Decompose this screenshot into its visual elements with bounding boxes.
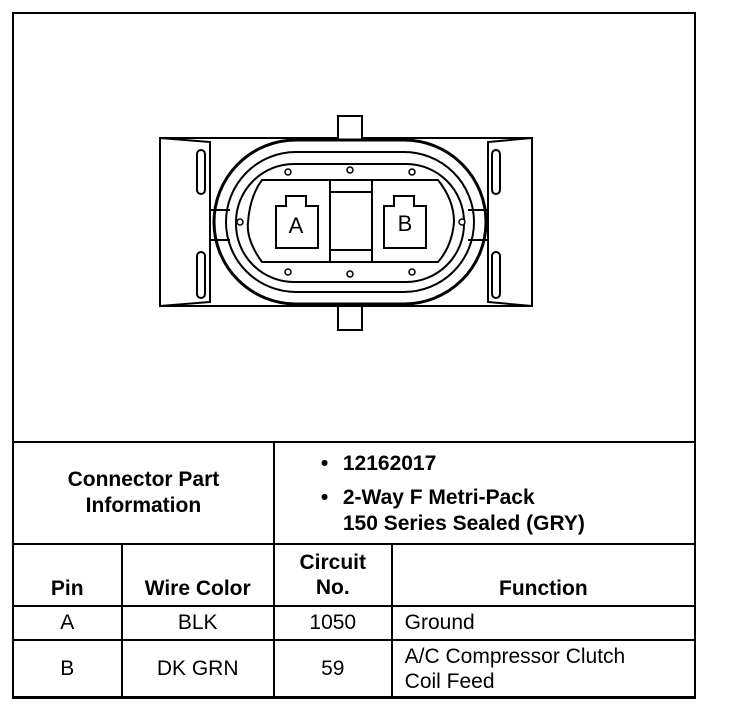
row-b-circuit: 59 — [272, 639, 393, 699]
right-cavity — [371, 179, 456, 263]
header-wire-color: Wire Color — [120, 543, 275, 607]
row-a-pin: A — [12, 605, 123, 641]
center-bridge — [329, 191, 373, 251]
left-latch — [159, 137, 211, 307]
connector-info-table: Connector Part Information • 12162017 • 2-… — [12, 441, 697, 699]
row-a-circuit: 1050 — [272, 605, 393, 641]
left-upper-slot — [196, 149, 206, 195]
part-info-title-cell: Connector Part Information — [12, 441, 275, 545]
pin-a-window — [275, 195, 319, 249]
header-circuit-line2: No. — [315, 576, 350, 599]
top-lock-tab — [337, 115, 363, 141]
row-b-wire-color: DK GRN — [120, 639, 275, 699]
left-cavity — [246, 179, 331, 263]
header-circuit-line1: Circuit — [299, 551, 367, 574]
row-b-function: A/C Compressor Clutch Coil Feed — [390, 639, 697, 699]
part-info-title-line1: Connector Part — [67, 468, 220, 491]
outer-seal-ring — [212, 138, 488, 306]
row-a-wire-color: BLK — [120, 605, 275, 641]
pin-b-window — [383, 195, 427, 249]
right-lower-slot — [491, 251, 501, 299]
bullet-icon: • — [320, 452, 329, 475]
part-number: 12162017 — [342, 452, 437, 475]
left-lower-slot — [196, 251, 206, 299]
pin-b-label: B — [398, 211, 413, 236]
connector-face-drawing: A B — [159, 115, 533, 331]
right-upper-slot — [491, 149, 501, 195]
bottom-lock-tab — [337, 305, 363, 331]
header-circuit: Circuit No. — [272, 543, 393, 607]
row-b-function-line1: A/C Compressor Clutch — [404, 645, 626, 668]
part-number-item: • 12162017 — [321, 451, 694, 477]
description-line1: 2-Way F Metri-Pack — [342, 486, 535, 509]
pin-a-label: A — [289, 213, 304, 238]
header-row: Pin Wire Color Circuit No. Function — [12, 543, 697, 607]
header-function: Function — [390, 543, 697, 607]
row-b-pin: B — [12, 639, 123, 699]
part-info-details-cell: • 12162017 • 2-Way F Metri-Pack 150 Series… — [272, 441, 697, 545]
row-a-function: Ground — [390, 605, 697, 641]
description-line2: 150 Series Sealed (GRY) — [342, 512, 585, 535]
bullet-icon: • — [320, 486, 329, 509]
description-item: • 2-Way F Metri-Pack — [321, 485, 694, 511]
part-info-title-line2: Information — [85, 494, 202, 517]
header-pin: Pin — [12, 543, 123, 607]
table-row: A BLK 1050 Ground — [12, 605, 697, 641]
table-row: B DK GRN 59 A/C Compressor Clutch Coil F… — [12, 639, 697, 699]
right-latch — [487, 137, 533, 307]
inner-seal-ring — [225, 151, 475, 293]
row-b-function-line2: Coil Feed — [404, 670, 495, 693]
part-info-row: Connector Part Information • 12162017 • 2-… — [12, 441, 697, 545]
